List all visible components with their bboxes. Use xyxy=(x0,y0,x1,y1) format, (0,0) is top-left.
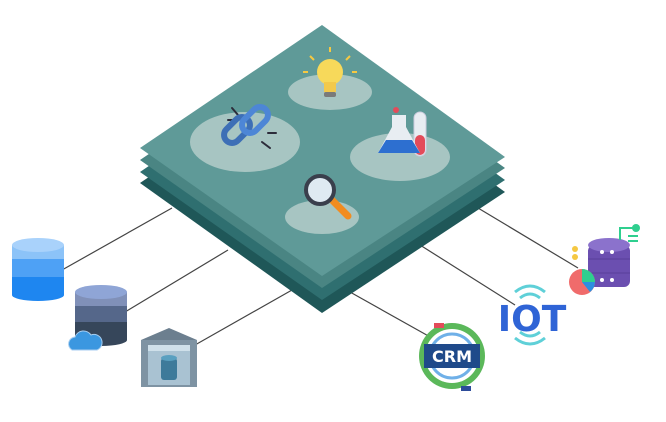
connector-line xyxy=(124,249,229,313)
cloud-database-icon xyxy=(68,285,127,351)
connector-lines xyxy=(61,207,579,346)
database-icon xyxy=(12,238,64,301)
iot-icon: IOT xyxy=(498,284,567,346)
lab-flasks-icon xyxy=(378,107,427,157)
platform xyxy=(140,25,505,313)
lightbulb-icon xyxy=(303,47,357,97)
connector-line xyxy=(419,244,516,306)
connector-line xyxy=(194,289,293,346)
cloud-icon xyxy=(68,330,103,351)
pad xyxy=(190,112,300,172)
analytics-server-icon xyxy=(569,224,640,295)
connector-line xyxy=(61,207,173,271)
connector-line xyxy=(477,207,579,269)
chain-link-icon xyxy=(221,104,277,149)
crm-label: CRM xyxy=(432,347,472,366)
crm-icon: CRM xyxy=(419,323,485,391)
magnifier-icon xyxy=(304,174,352,220)
connector-line xyxy=(349,291,433,339)
platform-top xyxy=(140,25,505,276)
iot-label: IOT xyxy=(498,299,567,340)
data-warehouse-icon xyxy=(141,328,197,387)
